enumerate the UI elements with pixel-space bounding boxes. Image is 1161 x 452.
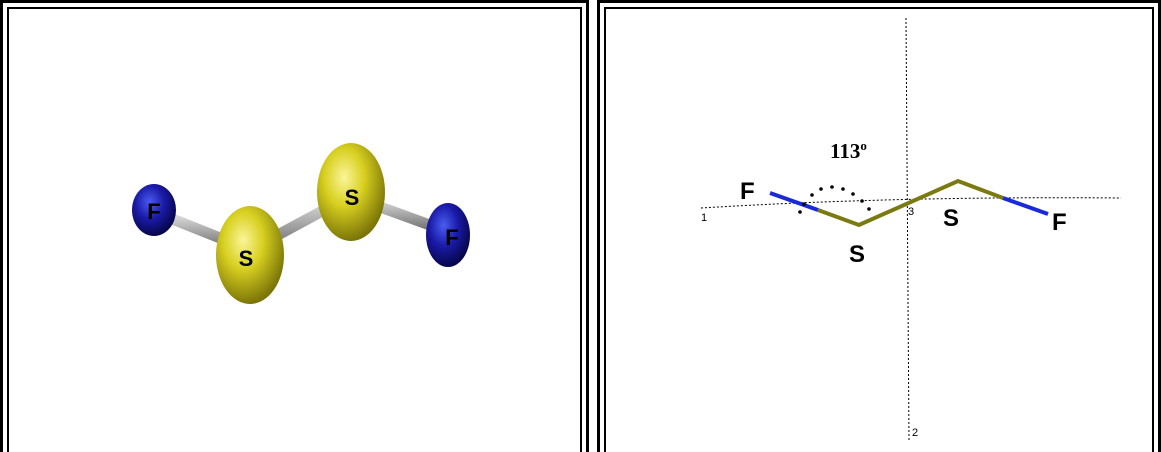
atom-f-left-label: F xyxy=(147,199,160,224)
axis-label-3: 3 xyxy=(908,206,914,218)
atom-f-right-label: F xyxy=(445,225,458,250)
ball-and-stick-panel: F S S F xyxy=(0,0,589,452)
axis-label-2: 2 xyxy=(912,427,918,439)
bond-f-s-left xyxy=(769,191,819,212)
atom-label-s-bottom: S xyxy=(849,241,865,268)
atom-f-left: F xyxy=(132,184,176,236)
bond-angle-value: 113 xyxy=(830,139,860,163)
axis-label-1: 1 xyxy=(701,212,707,224)
panel-frame-inner xyxy=(7,7,582,452)
bond-s-f-right xyxy=(1002,196,1049,216)
projection-diagram: 1 2 3 113o F S S F xyxy=(700,17,1122,441)
axis-1-line xyxy=(700,197,1122,209)
bond-s-s-chain xyxy=(817,178,1004,228)
atom-label-f-right: F xyxy=(1052,209,1067,236)
atom-s-left: S xyxy=(216,206,284,304)
panel-frame-outer xyxy=(0,0,589,452)
bond-angle-label: 113o xyxy=(830,138,867,163)
atom-s-right: S xyxy=(317,143,385,241)
bond-angle-arc xyxy=(798,185,871,214)
panel-frame-inner xyxy=(604,7,1154,452)
panel-frame-outer xyxy=(597,0,1161,452)
atom-label-s-right: S xyxy=(943,205,959,232)
atom-s-left-label: S xyxy=(239,246,254,271)
projection-panel: 1 2 3 113o F S S F xyxy=(597,0,1161,452)
axis-2-line xyxy=(905,17,910,441)
atom-label-f-left: F xyxy=(740,178,755,205)
atom-f-right: F xyxy=(426,203,470,267)
bond-angle-unit: o xyxy=(860,138,867,153)
atom-s-right-label: S xyxy=(345,185,360,210)
ball-and-stick-model: F S S F xyxy=(132,143,470,304)
